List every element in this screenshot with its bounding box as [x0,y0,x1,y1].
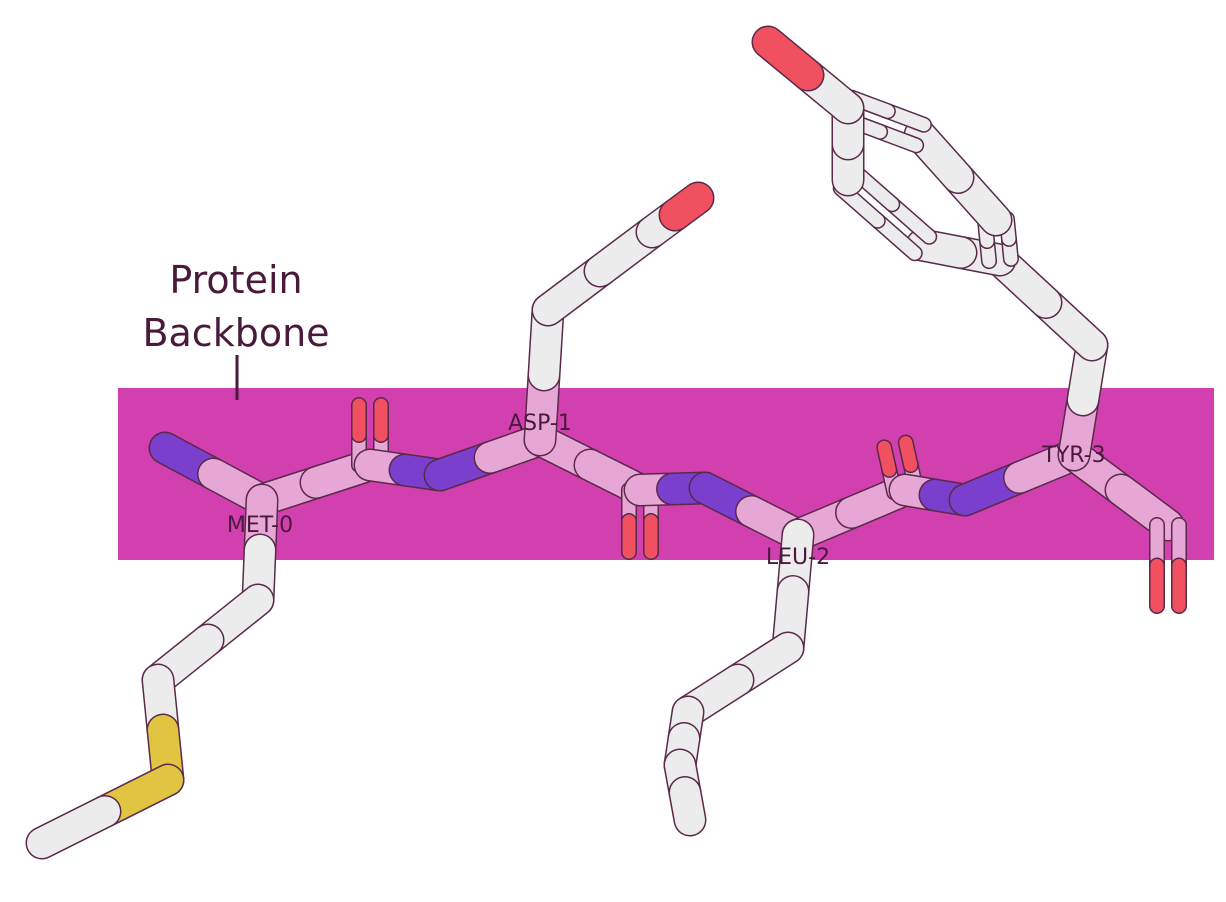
bond-asp-cg-od-b [660,183,713,230]
bond-tyr-cd1-ce1-1-a [885,197,936,244]
bond-c2-o2-1-b [899,436,918,472]
bond-tyr-cd2-ce2-b [905,120,973,193]
bond-tyr-cg-cd1-b [907,230,976,268]
residue-label-leu-2: LEU-2 [766,545,830,570]
bond-c2-o2-2-b [877,440,896,477]
residue-label-asp-1: ASP-1 [508,411,572,436]
annotation-line-1: Protein [169,258,302,302]
residue-label-met-0: MET-0 [227,513,293,538]
annotation-line-2: Backbone [142,311,329,355]
bond-layer [25,25,1187,860]
bond-leu-cd1-cd2-b [670,777,705,835]
bond-met-sd-ce-b [27,796,120,858]
residue-label-tyr-3: TYR-3 [1041,443,1105,468]
bond-tyr-cz-oh-b [753,27,823,90]
bond-tyr-cd1-ce1-2-a [871,214,922,260]
